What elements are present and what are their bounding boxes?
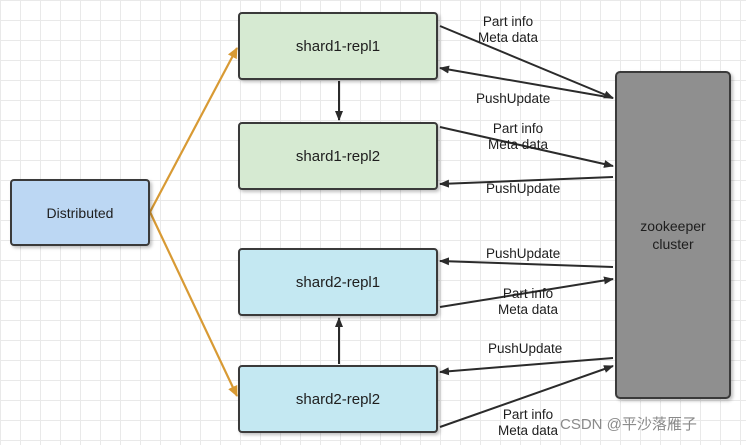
shard2-repl1-node: shard2-repl1 bbox=[238, 248, 438, 316]
watermark: CSDN @平沙落雁子 bbox=[560, 416, 697, 433]
arrow-zookeeper-to-shard2-repl1 bbox=[439, 257, 614, 268]
shard2-repl1-label: shard2-repl1 bbox=[295, 273, 381, 291]
edge-label-meta-data: Meta data bbox=[477, 30, 539, 45]
edge-label-shard1-repl2-partinfo: Part info Meta data bbox=[473, 121, 563, 153]
edge-label-shard2-repl2-partinfo: Part info Meta data bbox=[483, 407, 573, 439]
shard1-repl2-label: shard1-repl2 bbox=[295, 147, 381, 165]
arrow-distributed-to-shard1-repl1 bbox=[149, 47, 238, 213]
edge-label-part-info: Part info bbox=[502, 407, 554, 422]
arrow-shard2-repl2-to-zookeeper bbox=[439, 365, 614, 428]
shard2-repl2-node: shard2-repl2 bbox=[238, 365, 438, 433]
edge-label-part-info: Part info bbox=[492, 121, 544, 136]
shard1-repl2-node: shard1-repl2 bbox=[238, 122, 438, 190]
shard1-repl1-node: shard1-repl1 bbox=[238, 12, 438, 80]
edge-label-shard2-repl2-pushupdate: PushUpdate bbox=[488, 341, 563, 356]
zookeeper-cluster-node: zookeeper cluster bbox=[615, 71, 731, 399]
shard1-repl1-label: shard1-repl1 bbox=[295, 37, 381, 55]
arrow-zookeeper-to-shard1-repl2 bbox=[439, 176, 614, 188]
zookeeper-label-line2: cluster bbox=[652, 236, 694, 252]
edge-label-shard1-repl1-partinfo: Part info Meta data bbox=[463, 14, 553, 46]
distributed-node: Distributed bbox=[10, 179, 150, 246]
arrow-zookeeper-to-shard1-repl1 bbox=[439, 65, 614, 99]
arrow-distributed-to-shard2-repl2 bbox=[149, 211, 238, 397]
edge-label-shard2-repl1-pushupdate: PushUpdate bbox=[486, 246, 561, 261]
arrow-shard1-repl1-to-zookeeper bbox=[439, 25, 614, 99]
edge-label-shard2-repl1-partinfo: Part info Meta data bbox=[483, 286, 573, 318]
distributed-label: Distributed bbox=[46, 204, 114, 221]
arrow-shard2-repl1-to-zookeeper bbox=[439, 276, 614, 308]
edge-label-part-info: Part info bbox=[502, 286, 554, 301]
edge-label-meta-data: Meta data bbox=[497, 302, 559, 317]
edge-label-shard1-repl1-pushupdate: PushUpdate bbox=[476, 91, 551, 106]
edge-label-meta-data: Meta data bbox=[487, 137, 549, 152]
arrow-shard1-repl2-to-zookeeper bbox=[439, 126, 614, 168]
arrow-zookeeper-to-shard2-repl2 bbox=[439, 357, 614, 376]
edge-label-shard1-repl2-pushupdate: PushUpdate bbox=[486, 181, 561, 196]
edge-label-meta-data: Meta data bbox=[497, 423, 559, 438]
shard2-repl2-label: shard2-repl2 bbox=[295, 390, 381, 408]
edge-label-part-info: Part info bbox=[482, 14, 534, 29]
zookeeper-label-line1: zookeeper bbox=[640, 218, 706, 234]
